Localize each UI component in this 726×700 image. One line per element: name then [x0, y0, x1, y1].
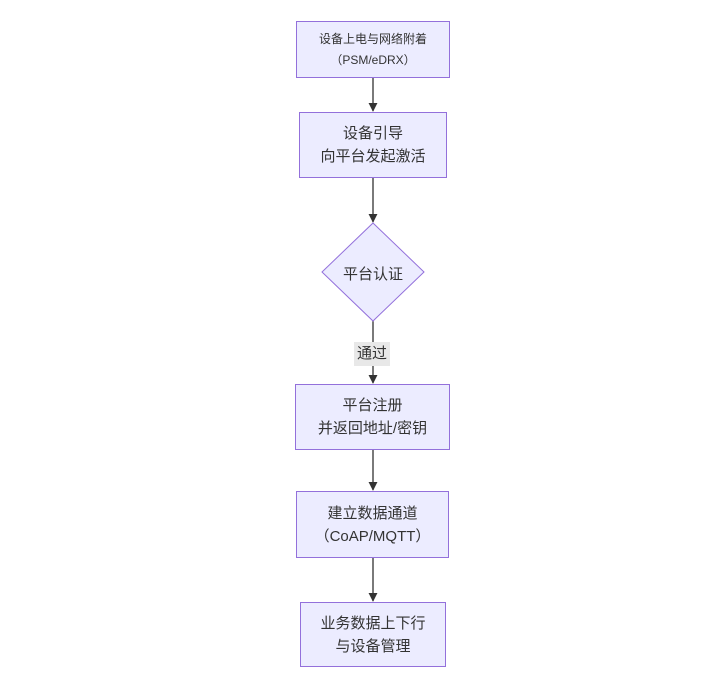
node-line: 设备上电与网络附着 [318, 31, 427, 46]
decision-diamond-platform-auth [321, 222, 425, 322]
pass-edge-label: 通过 [354, 342, 391, 366]
node-line: 业务数据上下行 [320, 614, 426, 632]
node-line: （CoAP/MQTT） [314, 527, 431, 545]
node-data-channel: 建立数据通道 （CoAP/MQTT） [296, 491, 449, 558]
node-bootstrap: 设备引导 向平台发起激活 [299, 112, 447, 178]
node-platform-register: 平台注册 并返回地址/密钥 [295, 384, 450, 450]
node-line: 并返回地址/密钥 [317, 420, 428, 437]
node-line: 建立数据通道 [327, 504, 418, 522]
node-line: 设备引导 [342, 125, 403, 142]
node-line: 与设备管理 [335, 637, 411, 655]
node-business-data: 业务数据上下行 与设备管理 [300, 602, 446, 667]
node-line: （PSM/eDRX） [330, 52, 416, 67]
node-line: 平台注册 [342, 397, 403, 414]
node-power-attach: 设备上电与网络附着 （PSM/eDRX） [296, 21, 450, 78]
node-platform-auth-label: 平台认证 [342, 266, 403, 283]
node-line: 向平台发起激活 [320, 148, 426, 165]
